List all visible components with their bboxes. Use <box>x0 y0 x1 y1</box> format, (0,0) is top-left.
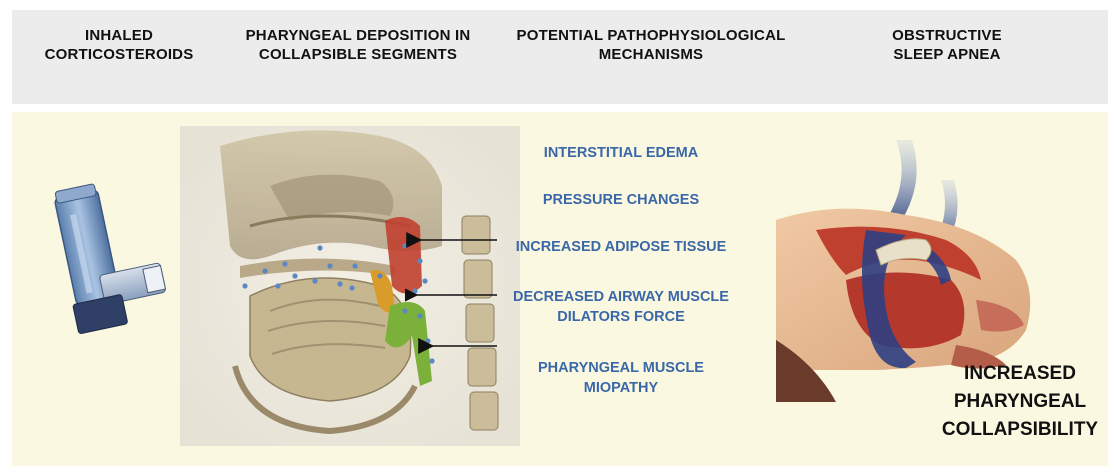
header-obstructive-sleep-apnea: OBSTRUCTIVE SLEEP APNEA <box>862 26 1032 64</box>
header-inhaled-corticosteroids: INHALED CORTICOSTEROIDS <box>44 26 194 64</box>
header-pathophysiological-mechanisms: POTENTIAL PATHOPHYSIOLOGICAL MECHANISMS <box>506 26 796 64</box>
header-pharyngeal-deposition: PHARYNGEAL DEPOSITION IN COLLAPSIBLE SEG… <box>232 26 484 64</box>
mechanism-interstitial-edema: INTERSTITIAL EDEMA <box>486 143 756 163</box>
outcome-increased-pharyngeal-collapsibility: INCREASED PHARYNGEAL COLLAPSIBILITY <box>930 360 1110 444</box>
mechanism-pharyngeal-muscle-miopathy: PHARYNGEAL MUSCLE MIOPATHY <box>486 358 756 398</box>
mechanism-decreased-airway-muscle: DECREASED AIRWAY MUSCLE DILATORS FORCE <box>486 287 756 327</box>
inhaler-illustration <box>40 180 190 350</box>
mechanism-pressure-changes: PRESSURE CHANGES <box>486 190 756 210</box>
mechanism-increased-adipose-tissue: INCREASED ADIPOSE TISSUE <box>486 237 756 257</box>
